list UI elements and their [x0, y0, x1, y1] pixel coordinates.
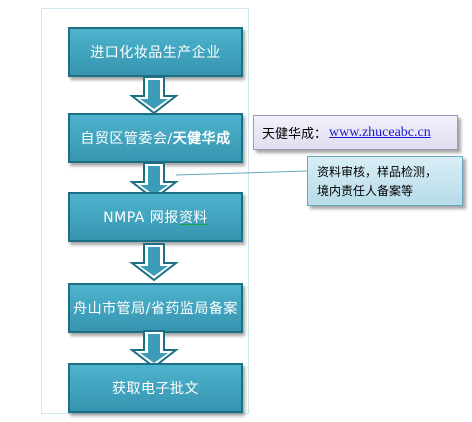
services-note-line-2: 境内责任人备案等: [317, 184, 414, 198]
services-note-callout: 资料审核，样品检测， 境内责任人备案等: [307, 156, 463, 206]
step-provincial-filing-label: 舟山市管局/省药监局备案: [73, 301, 238, 317]
step-nmpa-label-a: NMPA 网报: [103, 210, 179, 226]
step-ftz-agency-name: 天健华成: [172, 131, 231, 147]
step-get-approval: 获取电子批文: [68, 363, 243, 413]
down-arrow-icon: [129, 243, 179, 281]
step-ftz-committee: 自贸区管委会/天健华成: [68, 113, 243, 163]
step-provincial-filing: 舟山市管局/省药监局备案: [68, 283, 243, 333]
contact-label: 天健华成：: [262, 127, 328, 142]
down-arrow-icon: [129, 162, 179, 200]
step-importer-label: 进口化妆品生产企业: [90, 45, 221, 61]
website-link[interactable]: www.zhuceabc.cn: [329, 124, 431, 140]
step-nmpa-label-b: 资料: [178, 210, 208, 226]
services-note-line-1: 资料审核，样品检测，: [317, 165, 438, 179]
step-nmpa-online-filing: NMPA 网报资料: [68, 192, 243, 242]
down-arrow-icon: [129, 330, 179, 368]
down-arrow-icon: [129, 76, 179, 114]
contact-callout: 天健华成：www.zhuceabc.cn: [253, 115, 458, 150]
step-get-approval-label: 获取电子批文: [112, 381, 199, 397]
step-ftz-committee-label: 自贸区管委会/: [80, 131, 173, 147]
step-importer: 进口化妆品生产企业: [68, 27, 243, 77]
